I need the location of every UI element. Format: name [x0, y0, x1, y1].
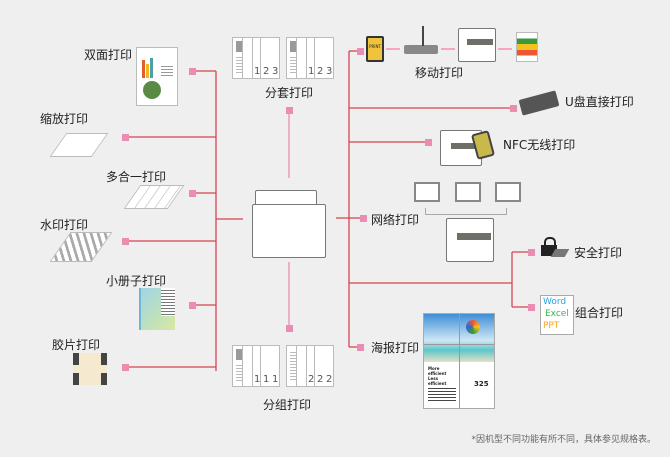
label-collate: 分套打印 — [265, 86, 314, 100]
label-mobile: 移动打印 — [415, 66, 464, 80]
node-scale — [122, 134, 129, 141]
label-usb: U盘直接打印 — [565, 95, 634, 109]
center-printer-icon — [252, 190, 326, 258]
node-film — [122, 364, 129, 371]
doc-word: Word — [543, 297, 567, 307]
node-nup — [189, 190, 196, 197]
lock-keypad-icon — [541, 237, 570, 259]
network-computers-icon — [412, 182, 522, 262]
node-mobile — [357, 48, 364, 55]
page-number: 1 — [272, 374, 279, 385]
node-network — [360, 215, 367, 222]
poster-number: 325 — [474, 380, 489, 388]
node-poster — [357, 344, 364, 351]
label-secure: 安全打印 — [574, 246, 623, 260]
label-combo: 组合打印 — [575, 306, 624, 320]
film-strip-icon — [73, 353, 107, 385]
label-group: 分组打印 — [263, 398, 312, 412]
collate-page-numbers: 1 2 3 1 2 3 — [232, 66, 342, 78]
label-poster: 海报打印 — [371, 341, 420, 355]
node-collate — [286, 107, 293, 114]
page-number: 2 — [326, 374, 333, 385]
duplex-document-icon — [136, 47, 178, 106]
node-secure — [528, 249, 535, 256]
label-duplex: 双面打印 — [84, 48, 133, 62]
node-nfc — [425, 139, 432, 146]
collate-pages-icon: 1 2 3 1 2 3 — [232, 37, 342, 82]
node-watermark — [122, 238, 129, 245]
label-nup: 多合一打印 — [106, 170, 167, 184]
mobile-router-printer-icon: PRINT — [366, 26, 554, 64]
page-number: 1 — [308, 66, 315, 77]
page-number: 2 — [317, 66, 324, 77]
doc-excel: Excel — [545, 309, 569, 319]
page-number: 2 — [263, 66, 270, 77]
booklet-icon — [139, 288, 175, 330]
group-pages-icon: 1 1 1 2 2 2 — [232, 345, 342, 390]
page-number: 3 — [272, 66, 279, 77]
office-docs-icon: Word Excel PPT — [540, 295, 574, 335]
page-number: 1 — [254, 66, 261, 77]
label-watermark: 水印打印 — [40, 218, 89, 232]
poster-title: More efficient Less efficient — [428, 366, 447, 386]
nfc-phone-printer-icon — [440, 126, 498, 166]
page-number: 2 — [308, 374, 315, 385]
node-usb — [510, 105, 517, 112]
page-number: 1 — [254, 374, 261, 385]
node-group — [286, 325, 293, 332]
footnote: *因机型不同功能有所不同，具体参见规格表。 — [471, 435, 656, 445]
group-page-numbers: 1 1 1 2 2 2 — [232, 374, 342, 386]
node-booklet — [189, 302, 196, 309]
label-film: 胶片打印 — [52, 338, 101, 352]
poster-icon: More efficient Less efficient 325 — [423, 313, 495, 409]
doc-ppt: PPT — [543, 321, 560, 331]
label-network: 网络打印 — [371, 213, 420, 227]
page-number: 1 — [263, 374, 270, 385]
label-booklet: 小册子打印 — [106, 274, 167, 288]
label-nfc: NFC无线打印 — [503, 138, 576, 152]
node-duplex — [189, 68, 196, 75]
page-number: 2 — [317, 374, 324, 385]
page-number: 3 — [326, 66, 333, 77]
node-combo — [528, 304, 535, 311]
label-scale: 缩放打印 — [40, 112, 89, 126]
